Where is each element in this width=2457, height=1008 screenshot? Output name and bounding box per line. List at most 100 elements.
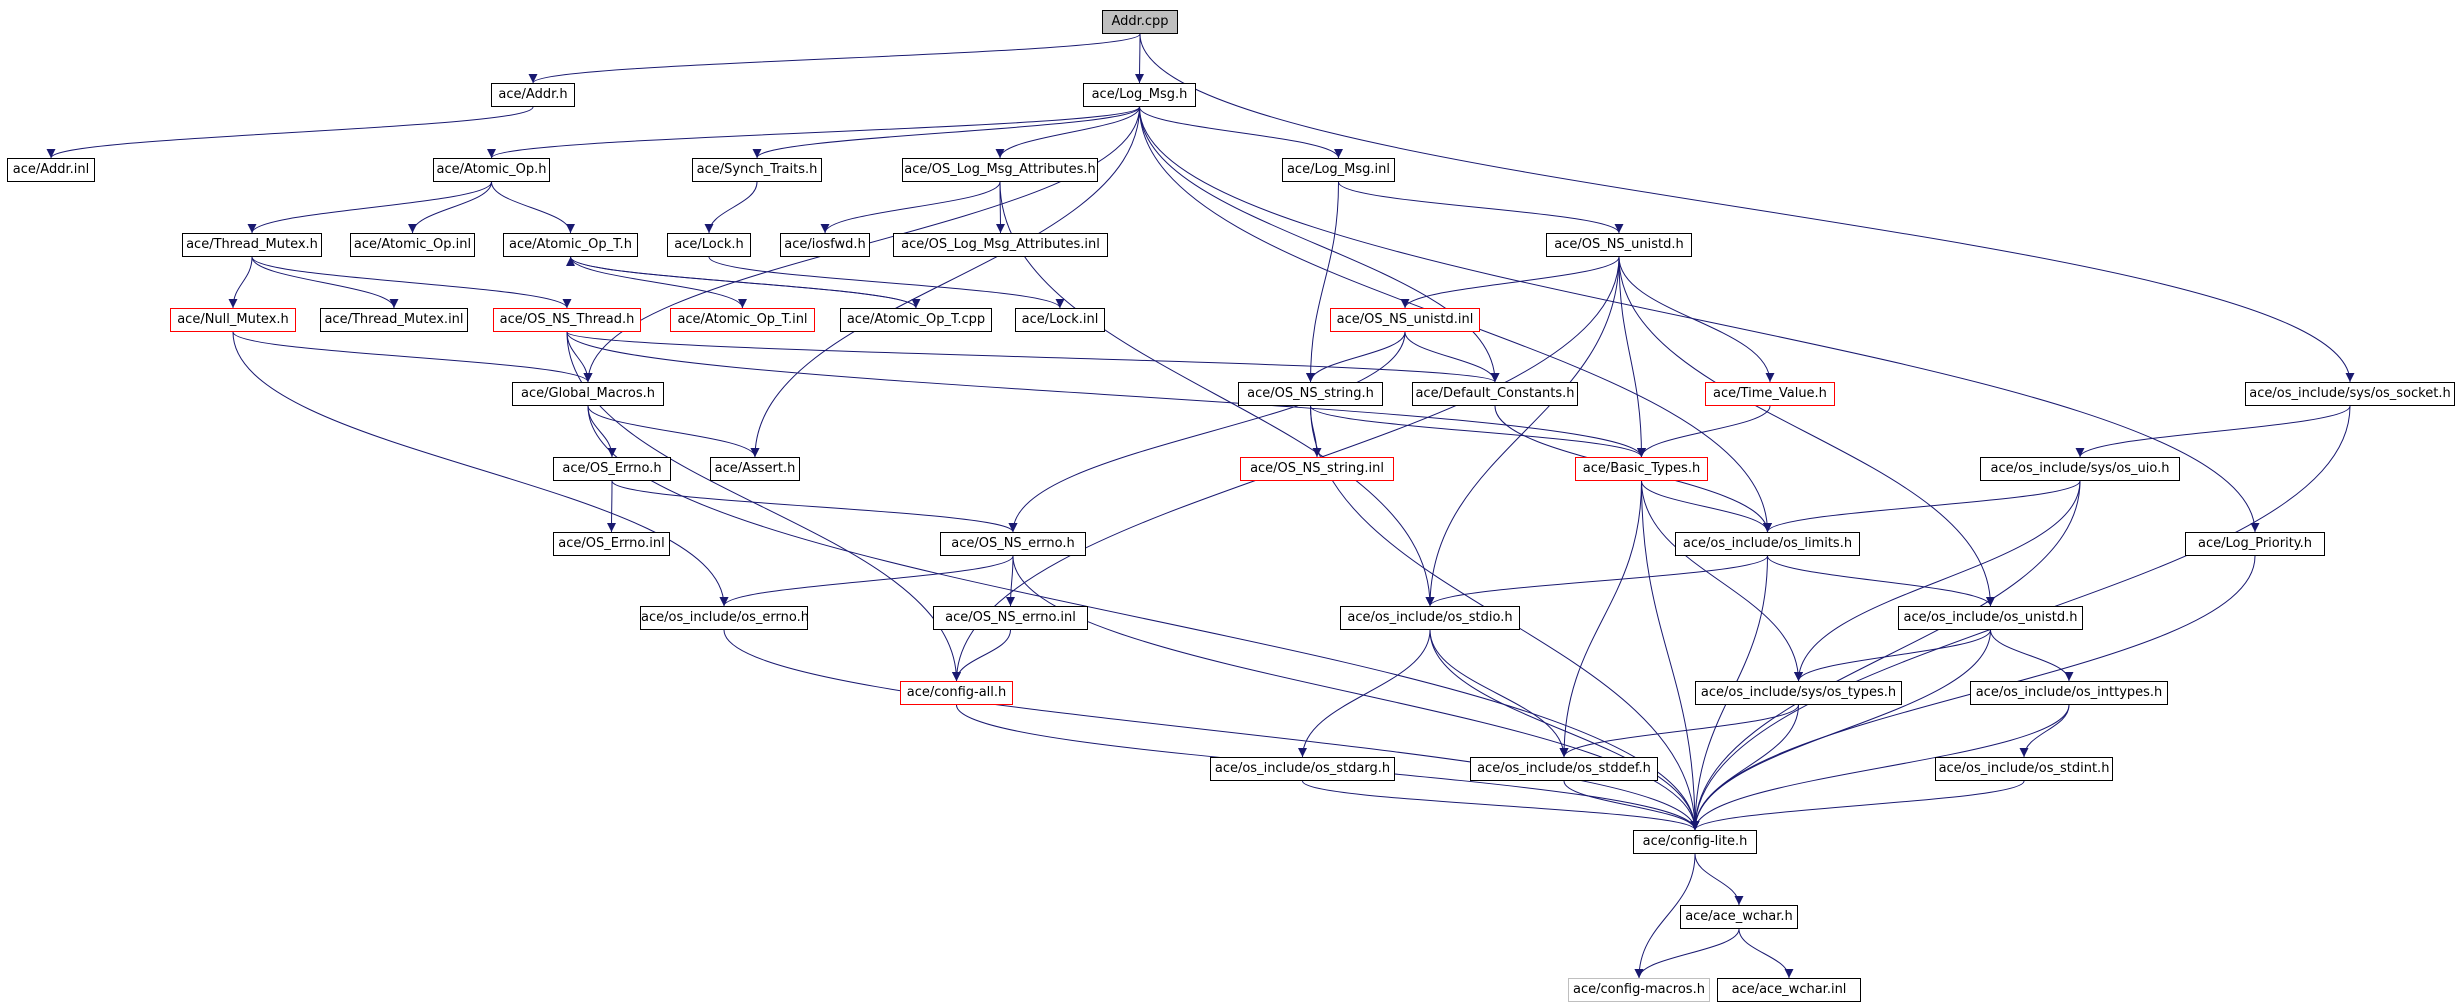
edge-os_uio_h-to-os_limits_h: [1763, 480, 2081, 533]
node-assert-h[interactable]: ace/Assert.h: [710, 457, 800, 481]
edge-log_msg_h-to-synch_traits_h: [752, 106, 1140, 159]
node-os-ns-string-inl[interactable]: ace/OS_NS_string.inl: [1240, 457, 1394, 481]
node-log-msg-inl[interactable]: ace/Log_Msg.inl: [1282, 158, 1395, 182]
node-os-unistd-h[interactable]: ace/os_include/os_unistd.h: [1898, 606, 2083, 630]
node-os-ns-errno-inl[interactable]: ace/OS_NS_errno.inl: [933, 606, 1088, 630]
node-addr-inl[interactable]: ace/Addr.inl: [7, 158, 95, 182]
node-os-stdarg-h[interactable]: ace/os_include/os_stdarg.h: [1210, 757, 1395, 781]
edge-lock_h-to-lock_inl: [708, 256, 1065, 309]
edge-time_value_h-to-basic_types_h: [1637, 405, 1771, 458]
node-os-stdint-h[interactable]: ace/os_include/os_stdint.h: [1935, 757, 2113, 781]
node-log-priority-h[interactable]: ace/Log_Priority.h: [2185, 532, 2325, 556]
edge-os_types_h-to-os_stddef_h: [1559, 704, 1799, 758]
edge-os_ns_unistd_h-to-os_stdio_h: [1425, 256, 1620, 607]
edge-os_stdint_h-to-config_lite_h: [1690, 780, 2025, 831]
edge-config_lite_h-to-config_macros_h: [1634, 853, 1696, 979]
node-os-errno-h[interactable]: ace/OS_Errno.h: [553, 457, 671, 481]
node-lock-inl[interactable]: ace/Lock.inl: [1015, 308, 1105, 332]
edge-thread_mutex_h-to-os_ns_thread_h: [251, 256, 572, 309]
node-synch-traits-h[interactable]: ace/Synch_Traits.h: [692, 158, 822, 182]
node-lock-h[interactable]: ace/Lock.h: [667, 233, 751, 257]
edge-ace_wchar_h-to-ace_wchar_inl: [1738, 928, 1794, 979]
node-thread-mutex-h[interactable]: ace/Thread_Mutex.h: [182, 233, 322, 257]
edge-os_stdio_h-to-config_lite_h: [1429, 629, 1700, 831]
edge-os_ns_thread_h-to-default_constants_h: [566, 331, 1500, 383]
node-null-mutex-h[interactable]: ace/Null_Mutex.h: [170, 308, 296, 332]
node-os-limits-h[interactable]: ace/os_include/os_limits.h: [1675, 532, 1860, 556]
edge-addr_cpp-to-os_socket_h: [1139, 33, 2355, 383]
edge-os_ns_errno_h-to-os_ns_errno_inl: [1006, 555, 1016, 607]
edge-log_msg_h-to-log_msg_inl: [1139, 106, 1343, 159]
edge-os_ns_errno_h-to-os_include_errno_h: [719, 555, 1014, 607]
edge-os_ns_thread_h-to-basic_types_h: [566, 331, 1646, 458]
node-os-ns-thread-h[interactable]: ace/OS_NS_Thread.h: [493, 308, 641, 332]
edge-os_limits_h-to-os_stdio_h: [1425, 555, 1768, 607]
edge-os_ns_errno_h-to-config_lite_h: [1012, 555, 1700, 831]
edge-basic_types_h-to-os_limits_h: [1641, 480, 1772, 533]
node-global-macros-h[interactable]: ace/Global_Macros.h: [512, 382, 664, 406]
node-atomic-op-inl[interactable]: ace/Atomic_Op.inl: [350, 233, 475, 257]
edge-atomic_op_h-to-thread_mutex_h: [247, 181, 492, 234]
edge-os_ns_unistd_h-to-basic_types_h: [1618, 256, 1646, 458]
edge-os_stdio_h-to-os_stdarg_h: [1298, 629, 1431, 758]
node-addr-cpp[interactable]: Addr.cpp: [1102, 10, 1178, 34]
node-os-stddef-h[interactable]: ace/os_include/os_stddef.h: [1470, 757, 1658, 781]
edge-os_unistd_h-to-config_lite_h: [1690, 629, 1991, 831]
node-thread-mutex-inl[interactable]: ace/Thread_Mutex.inl: [320, 308, 468, 332]
node-os-include-errno-h[interactable]: ace/os_include/os_errno.h: [640, 606, 809, 630]
edge-ace_wchar_h-to-config_macros_h: [1634, 928, 1740, 979]
edge-log_msg_h-to-atomic_op_h: [487, 106, 1140, 159]
edge-atomic_op_t_cpp-to-atomic_op_t_h: [566, 256, 917, 309]
edge-os_uio_h-to-config_lite_h: [1690, 480, 2081, 831]
node-config-macros-h[interactable]: ace/config-macros.h: [1568, 978, 1710, 1002]
edge-addr_h-to-addr_inl: [46, 106, 534, 159]
edge-basic_types_h-to-os_stddef_h: [1559, 480, 1642, 758]
node-os-inttypes-h[interactable]: ace/os_include/os_inttypes.h: [1970, 681, 2168, 705]
node-os-ns-unistd-inl[interactable]: ace/OS_NS_unistd.inl: [1330, 308, 1480, 332]
edge-os_ns_string_h-to-basic_types_h: [1310, 405, 1646, 458]
edge-log_msg_inl-to-os_ns_unistd_h: [1338, 181, 1624, 234]
node-config-lite-h[interactable]: ace/config-lite.h: [1633, 830, 1757, 854]
edge-os_limits_h-to-os_unistd_h: [1767, 555, 1995, 607]
edge-os_unistd_h-to-os_inttypes_h: [1990, 629, 2074, 682]
node-os-types-h[interactable]: ace/os_include/sys/os_types.h: [1695, 681, 1902, 705]
node-iosfwd-h[interactable]: ace/iosfwd.h: [780, 233, 870, 257]
node-ace-wchar-inl[interactable]: ace/ace_wchar.inl: [1717, 978, 1861, 1002]
edge-os_unistd_h-to-os_types_h: [1794, 629, 1991, 682]
node-ace-wchar-h[interactable]: ace/ace_wchar.h: [1680, 905, 1798, 929]
node-os-stdio-h[interactable]: ace/os_include/os_stdio.h: [1340, 606, 1520, 630]
edge-atomic_op_h-to-atomic_op_t_h: [491, 181, 575, 234]
node-atomic-op-t-cpp[interactable]: ace/Atomic_Op_T.cpp: [840, 308, 992, 332]
node-os-log-msg-attr-inl[interactable]: ace/OS_Log_Msg_Attributes.inl: [893, 233, 1108, 257]
node-os-ns-string-h[interactable]: ace/OS_NS_string.h: [1238, 382, 1383, 406]
node-atomic-op-h[interactable]: ace/Atomic_Op.h: [433, 158, 550, 182]
node-default-constants-h[interactable]: ace/Default_Constants.h: [1412, 382, 1578, 406]
edge-null_mutex_h-to-global_macros_h: [232, 331, 593, 383]
node-atomic-op-t-inl[interactable]: ace/Atomic_Op_T.inl: [670, 308, 815, 332]
edge-log_msg_h-to-log_priority_h: [1139, 106, 2260, 533]
edge-os_ns_unistd_h-to-os_ns_unistd_inl: [1400, 256, 1620, 309]
node-os-uio-h[interactable]: ace/os_include/sys/os_uio.h: [1980, 457, 2180, 481]
node-atomic-op-t-h[interactable]: ace/Atomic_Op_T.h: [503, 233, 638, 257]
edge-os_log_msg_attr_h-to-iosfwd_h: [820, 181, 1001, 234]
edge-os_include_errno_h-to-config_lite_h: [723, 629, 1700, 831]
node-os-log-msg-attr-h[interactable]: ace/OS_Log_Msg_Attributes.h: [902, 158, 1098, 182]
node-addr-h[interactable]: ace/Addr.h: [491, 83, 575, 107]
edge-log_msg_h-to-assert_h: [750, 106, 1140, 458]
node-basic-types-h[interactable]: ace/Basic_Types.h: [1575, 457, 1708, 481]
node-os-socket-h[interactable]: ace/os_include/sys/os_socket.h: [2245, 382, 2455, 406]
edge-basic_types_h-to-config_lite_h: [1641, 480, 1700, 831]
edge-os_inttypes_h-to-os_stdint_h: [2019, 704, 2070, 758]
node-os-ns-unistd-h[interactable]: ace/OS_NS_unistd.h: [1546, 233, 1692, 257]
edge-os_stdarg_h-to-config_lite_h: [1302, 780, 1700, 831]
node-os-errno-inl[interactable]: ace/OS_Errno.inl: [553, 532, 670, 556]
edge-os_errno_h-to-os_errno_inl: [607, 480, 617, 533]
node-time-value-h[interactable]: ace/Time_Value.h: [1705, 382, 1835, 406]
edge-config_lite_h-to-ace_wchar_h: [1694, 853, 1744, 906]
node-config-all-h[interactable]: ace/config-all.h: [900, 681, 1013, 705]
node-os-ns-errno-h[interactable]: ace/OS_NS_errno.h: [940, 532, 1086, 556]
edge-os_types_h-to-config_lite_h: [1690, 704, 1799, 831]
node-log-msg-h[interactable]: ace/Log_Msg.h: [1083, 83, 1196, 107]
